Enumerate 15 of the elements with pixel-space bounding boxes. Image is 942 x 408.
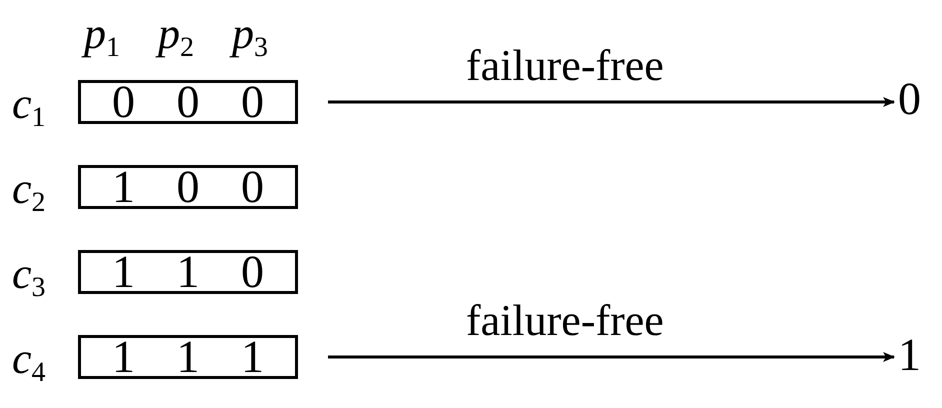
output-value: 0 — [898, 76, 921, 122]
column-label: p$_{2}$ — [158, 12, 194, 56]
column-label: p$_{3}$ — [232, 12, 268, 56]
digit-row-box: 1 0 0 — [78, 165, 298, 209]
arrow — [328, 97, 895, 107]
column-label: p$_{1}$ — [84, 12, 120, 56]
row-label: c$_{3}$ — [12, 252, 46, 296]
arrow — [328, 352, 895, 362]
row-label: c$_{1}$ — [12, 82, 46, 126]
digit-row-box: 0 0 0 — [78, 80, 298, 124]
output-value: 1 — [898, 332, 921, 378]
digit-row-box: 1 1 0 — [78, 250, 298, 294]
row-label: c$_{2}$ — [12, 167, 46, 211]
row-label: c$_{4}$ — [12, 337, 46, 381]
digit-row-box: 1 1 1 — [78, 335, 298, 379]
